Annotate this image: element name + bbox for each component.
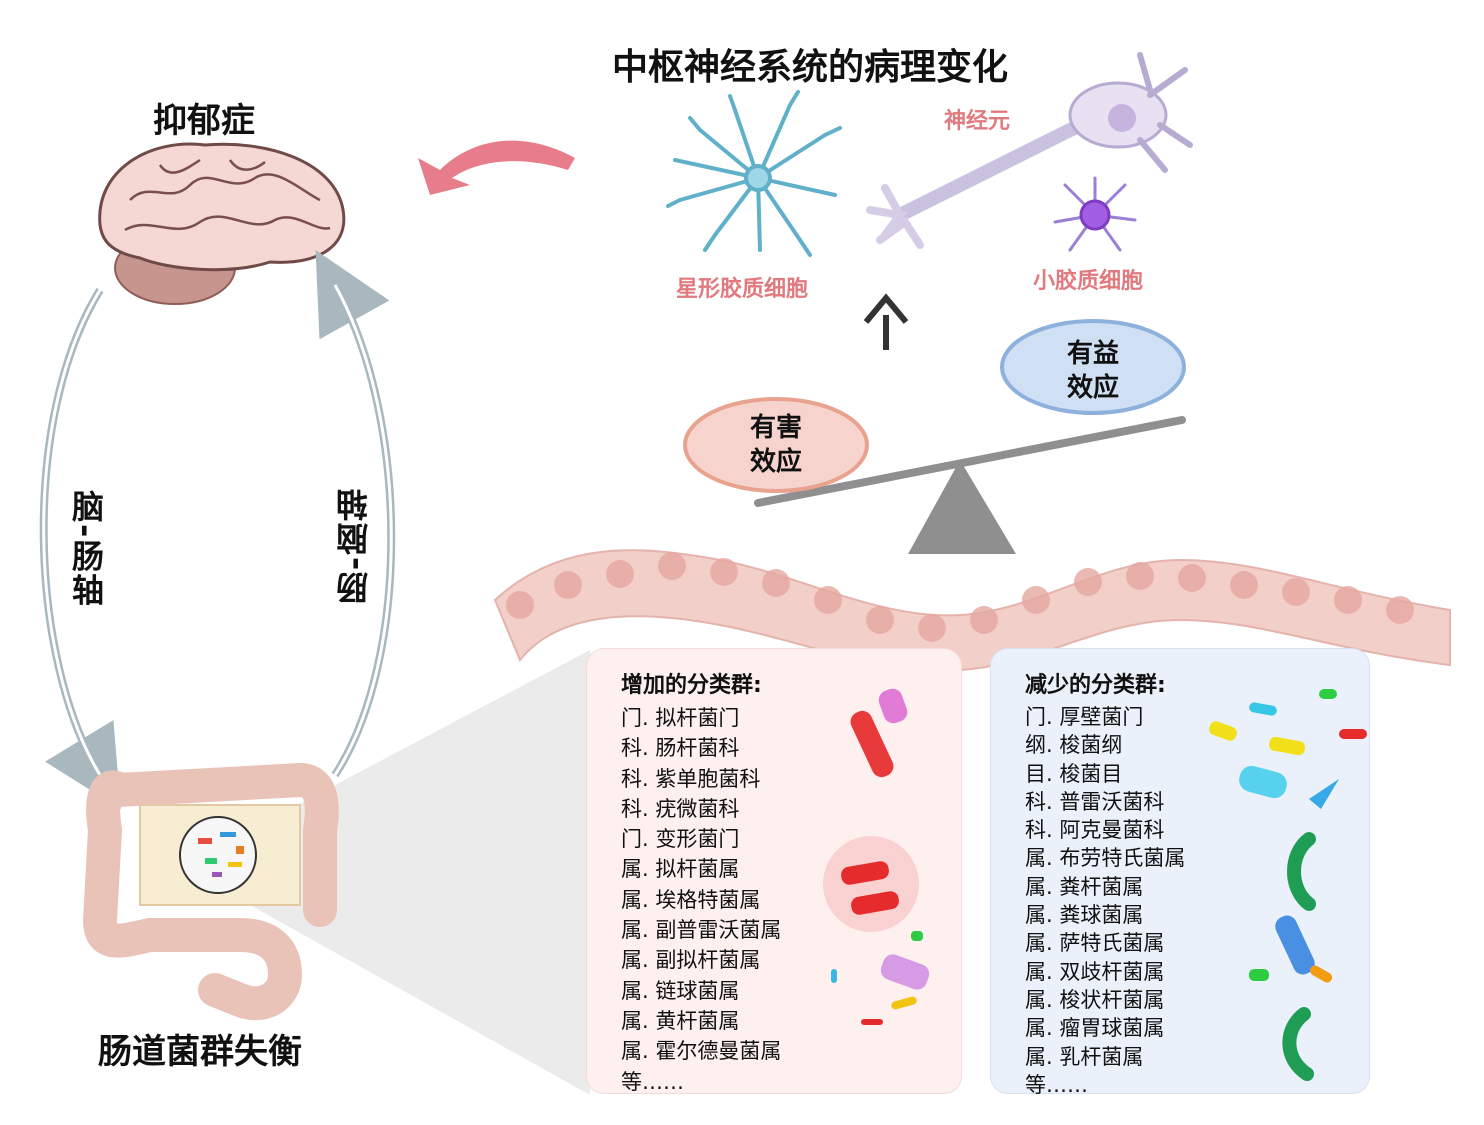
dysbiosis-label: 肠道菌群失衡 (98, 1032, 302, 1072)
cns-title: 中枢神经系统的病理变化 (612, 47, 1009, 88)
decreased-taxa-panel: 减少的分类群: 门. 厚壁菌门 纲. 梭菌纲 目. 梭菌目 科. 普雷沃菌科 科… (990, 648, 1370, 1097)
list-item: 等…… (1025, 1072, 1088, 1097)
zoom-wedge (250, 650, 590, 1095)
list-item: 属. 黄杆菌属 (621, 1008, 740, 1033)
list-item: 属. 粪杆菌属 (1025, 874, 1144, 899)
list-item: 科. 紫单胞菌科 (621, 766, 761, 791)
list-item: 科. 普雷沃菌科 (1025, 789, 1165, 814)
list-item: 属. 链球菌属 (621, 978, 740, 1003)
list-item: 属. 瘤胃球菌属 (1025, 1016, 1165, 1041)
harmful-effect-label: 有害 效应 (749, 413, 802, 477)
intestine-icon (82, 762, 339, 1021)
microglia-icon (1053, 176, 1137, 252)
list-item: 属. 萨特氏菌属 (1025, 931, 1165, 956)
list-item: 属. 布劳特氏菌属 (1025, 846, 1186, 871)
list-item: 属. 双歧杆菌属 (1025, 959, 1165, 984)
list-item: 等…… (621, 1069, 684, 1094)
neuron-label: 神经元 (944, 109, 1011, 134)
list-item: 纲. 梭菌纲 (1025, 733, 1123, 758)
increased-bacteria-icons (823, 688, 930, 1025)
microglia-label: 小胶质细胞 (1033, 269, 1144, 294)
list-item: 门. 拟杆菌门 (621, 706, 740, 730)
list-item: 属. 拟杆菌属 (621, 857, 740, 882)
gut-brain-axis-label: 肠-脑轴 (335, 487, 373, 605)
list-item: 属. 乳杆菌属 (1025, 1044, 1144, 1069)
list-item: 目. 梭菌目 (1025, 761, 1123, 786)
neuron-icon (866, 52, 1193, 249)
zoom-circle-icon (179, 816, 257, 894)
increased-taxa-panel: 增加的分类群: 门. 拟杆菌门 科. 肠杆菌科 科. 紫单胞菌科 科. 疣微菌科… (586, 648, 962, 1094)
harmful-effect-bubble (683, 397, 869, 493)
feedback-arrow-icon (418, 140, 575, 195)
beneficial-effect-label: 有益 效应 (1066, 339, 1119, 403)
list-item: 属. 埃格特菌属 (621, 887, 761, 912)
list-item: 科. 肠杆菌科 (621, 736, 740, 761)
list-item: 科. 疣微菌科 (621, 796, 740, 821)
up-arrow-icon (863, 293, 909, 350)
list-item: 属. 副拟杆菌属 (621, 948, 761, 973)
seesaw-icon (754, 416, 1186, 554)
astrocyte-icon (666, 90, 842, 257)
beneficial-effect-bubble (1000, 319, 1186, 415)
astrocyte-label: 星形胶质细胞 (676, 277, 809, 302)
list-item: 属. 粪球菌属 (1025, 903, 1144, 928)
list-item: 属. 梭状杆菌属 (1025, 987, 1165, 1012)
decreased-taxa-title: 减少的分类群: (1025, 673, 1166, 698)
list-item: 属. 副普雷沃菌属 (621, 918, 782, 943)
list-item: 科. 阿克曼菌科 (1025, 818, 1165, 843)
intestinal-epithelium-icon (493, 549, 1451, 672)
decreased-taxa-list: 门. 厚壁菌门 纲. 梭菌纲 目. 梭菌目 科. 普雷沃菌科 科. 阿克曼菌科 … (1025, 703, 1369, 1099)
depression-label: 抑郁症 (153, 101, 255, 141)
brain-icon (98, 142, 346, 305)
increased-taxa-list: 门. 拟杆菌门 科. 肠杆菌科 科. 紫单胞菌科 科. 疣微菌科 门. 变形菌门… (621, 703, 961, 1097)
list-item: 门. 厚壁菌门 (1025, 705, 1144, 729)
list-item: 属. 霍尔德曼菌属 (621, 1039, 782, 1064)
increased-taxa-title: 增加的分类群: (621, 673, 762, 698)
list-item: 门. 变形菌门 (621, 827, 740, 852)
decreased-bacteria-icons (1209, 689, 1367, 1081)
brain-gut-axis-label: 脑-肠轴 (67, 490, 105, 608)
